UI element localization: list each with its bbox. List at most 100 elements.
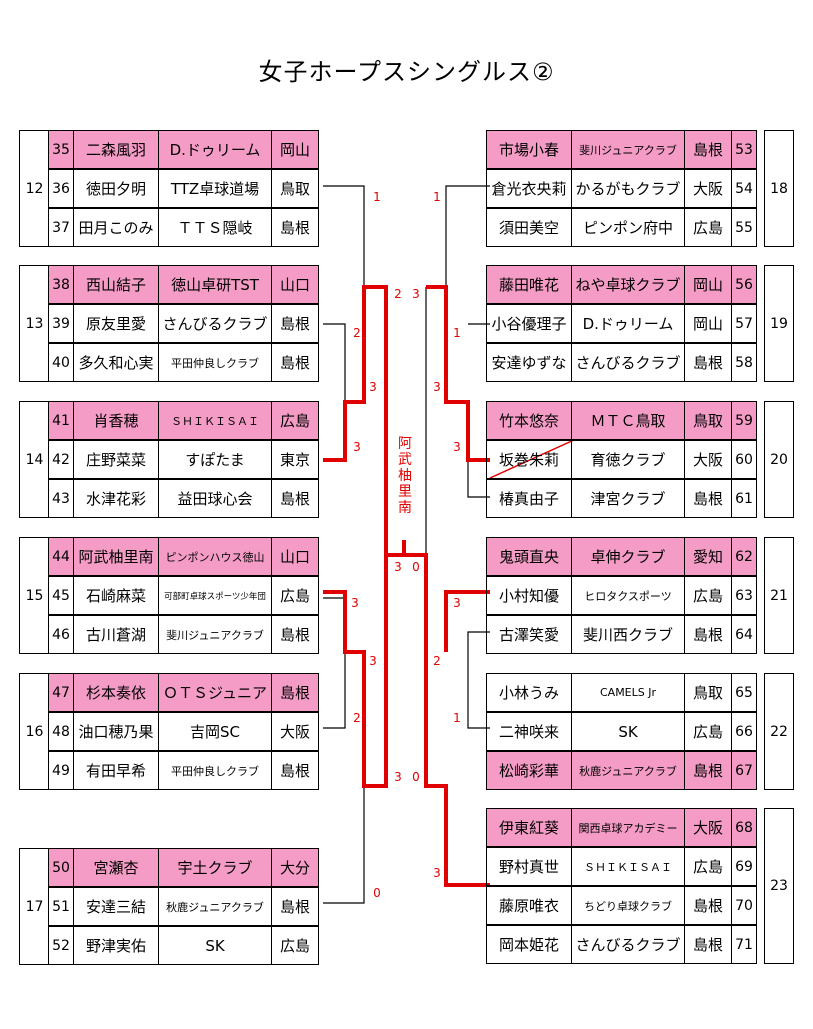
player-club: ＳＨＩＫＩＳＡＩ [571,847,685,886]
player-name: 小林うみ [486,673,572,712]
player-number: 65 [731,673,757,712]
player-prefecture: 島根 [271,343,319,382]
player-club: SK [571,712,685,751]
score: 1 [453,326,461,340]
score: 2 [433,654,441,668]
player-prefecture: 鳥取 [684,673,732,712]
score: 0 [412,770,420,784]
score: 2 [353,326,361,340]
player-name: 杉本奏依 [73,673,159,712]
score: 1 [453,711,461,725]
player-prefecture: 大阪 [684,808,732,847]
player-number: 43 [48,479,74,518]
player-club: 平田仲良しクラブ [158,751,272,790]
player-number: 51 [48,887,74,926]
player-club: ピンポン府中 [571,208,685,247]
score: 3 [369,654,377,668]
score: 1 [433,190,441,204]
player-name: 石崎麻菜 [73,576,159,615]
winner-char: 南 [398,500,412,516]
player-club: かるがもクラブ [571,169,685,208]
group-number: 12 [19,130,49,247]
player-club: ＭＴＣ鳥取 [571,401,685,440]
player-number: 60 [731,440,757,479]
player-prefecture: 山口 [271,537,319,576]
player-prefecture: 広島 [684,712,732,751]
player-name: 倉光衣央莉 [486,169,572,208]
player-club: SK [158,926,272,965]
player-name: 坂巻朱莉 [486,440,572,479]
player-club: ＴＴＳ隠岐 [158,208,272,247]
group-number: 18 [764,130,794,247]
player-number: 52 [48,926,74,965]
player-number: 61 [731,479,757,518]
player-name: 鬼頭直央 [486,537,572,576]
player-club: ＳＨＩＫＩＳＡＩ [158,401,272,440]
group-number: 13 [19,265,49,382]
winner-char: 柚 [398,468,412,484]
player-club: ＯＴＳジュニア [158,673,272,712]
player-club: 津宮クラブ [571,479,685,518]
player-club: 卓伸クラブ [571,537,685,576]
player-name: 須田美空 [486,208,572,247]
strike-line [489,439,575,479]
player-club: 益田球心会 [158,479,272,518]
player-number: 56 [731,265,757,304]
player-club: さんびるクラブ [571,925,685,964]
player-name: 阿武柚里南 [73,537,159,576]
score: 1 [373,190,381,204]
player-number: 36 [48,169,74,208]
player-number: 49 [48,751,74,790]
player-name: 伊東紅葵 [486,808,572,847]
player-club: 宇土クラブ [158,848,272,887]
player-name: 水津花彩 [73,479,159,518]
player-prefecture: 島根 [684,615,732,654]
player-club: ヒロタクスポーツ [571,576,685,615]
group-number: 19 [764,265,794,382]
player-club: 吉岡SC [158,712,272,751]
player-prefecture: 島根 [684,886,732,925]
player-name: 古川蒼湖 [73,615,159,654]
player-name: 西山結子 [73,265,159,304]
player-name: 徳田夕明 [73,169,159,208]
player-club: さんびるクラブ [158,304,272,343]
player-name: 岡本姫花 [486,925,572,964]
player-club: さんびるクラブ [571,343,685,382]
player-name: 野津実佑 [73,926,159,965]
player-prefecture: 広島 [271,926,319,965]
player-number: 71 [731,925,757,964]
player-number: 45 [48,576,74,615]
player-prefecture: 大阪 [684,169,732,208]
player-number: 41 [48,401,74,440]
group-number: 23 [764,808,794,964]
winner-char: 武 [398,452,412,468]
winner-char: 阿 [398,436,412,452]
player-prefecture: 大阪 [271,712,319,751]
player-prefecture: 広島 [271,401,319,440]
player-prefecture: 島根 [271,887,319,926]
player-name: 二神咲来 [486,712,572,751]
player-prefecture: 鳥取 [271,169,319,208]
player-prefecture: 島根 [684,925,732,964]
player-club: CAMELS Jr [571,673,685,712]
player-prefecture: 島根 [684,130,732,169]
group-number: 15 [19,537,49,654]
player-number: 64 [731,615,757,654]
